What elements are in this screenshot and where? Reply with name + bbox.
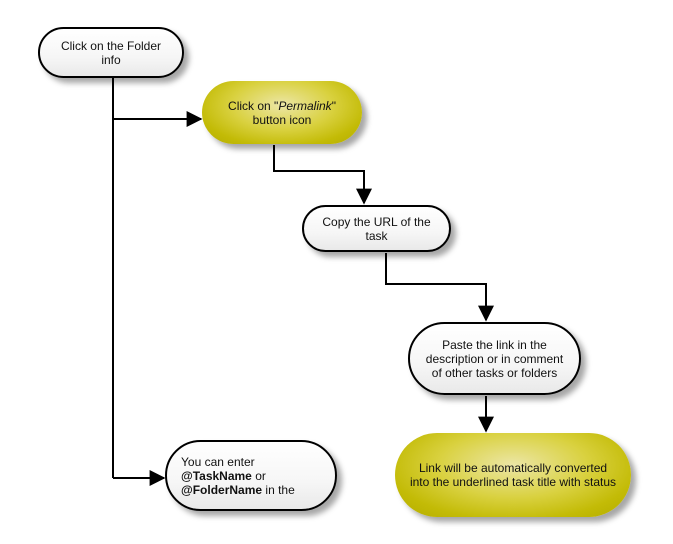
node-paste-link: Paste the link in the description or in … — [408, 322, 581, 395]
node-auto-convert: Link will be automatically converted int… — [395, 433, 631, 517]
node-copy-url-label: Copy the URL of the task — [318, 215, 435, 243]
node-enter-name: You can enter @TaskName or @FolderName i… — [165, 440, 337, 511]
node-permalink: Click on "Permalink" button icon — [202, 81, 362, 144]
arrow-permalink-to-copy-url — [273, 145, 372, 205]
text-segment: You can enter — [181, 454, 255, 469]
text-segment: or — [251, 468, 266, 483]
text-segment: @FolderName — [181, 482, 263, 497]
text-segment: Permalink — [278, 98, 332, 113]
text-segment: Click on " — [228, 98, 279, 113]
node-enter-name-label: You can enter @TaskName or @FolderName i… — [181, 455, 321, 497]
node-permalink-label: Click on "Permalink" button icon — [216, 99, 348, 127]
text-segment: Click on the Folder info — [60, 38, 162, 67]
node-folder-info-label: Click on the Folder info — [54, 39, 168, 67]
text-segment: @TaskName — [181, 468, 252, 483]
node-paste-link-label: Paste the link in the description or in … — [424, 338, 565, 380]
node-auto-convert-label: Link will be automatically converted int… — [409, 461, 617, 489]
text-segment: Link will be automatically converted int… — [409, 461, 617, 489]
node-folder-info: Click on the Folder info — [38, 27, 184, 78]
node-copy-url: Copy the URL of the task — [302, 205, 451, 252]
text-segment: Copy the URL of the task — [322, 214, 431, 243]
arrow-copy-url-to-paste-link — [385, 253, 494, 322]
text-segment: " button icon — [252, 98, 336, 127]
text-segment: in the — [262, 482, 295, 497]
text-segment: Paste the link in the description or in … — [425, 337, 564, 380]
